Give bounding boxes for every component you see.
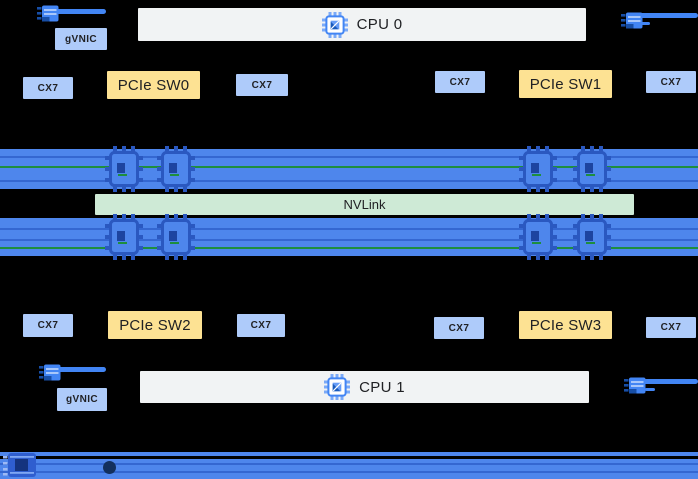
cx7-label: CX7 <box>449 76 471 88</box>
gvnic-box-top: gVNIC <box>55 28 107 50</box>
nic-card-icon-top-right <box>621 12 643 29</box>
network-line-top-left <box>56 9 106 14</box>
cx7-box-8: CX7 <box>646 317 696 338</box>
board-wire <box>0 180 698 182</box>
cx7-label: CX7 <box>448 322 470 334</box>
cx7-box-3: CX7 <box>435 71 485 93</box>
gpu-chip-icon-0 <box>105 146 143 192</box>
network-line-bottom-right <box>632 379 698 384</box>
cpu0-box: CPU 0 <box>138 8 586 41</box>
gpu-chip-icon-3 <box>573 146 611 192</box>
nvlink-label: NVLink <box>343 197 386 212</box>
cx7-label: CX7 <box>37 82 59 94</box>
cx7-box-4: CX7 <box>646 71 696 93</box>
board-wire-green <box>0 247 698 249</box>
cx7-box-6: CX7 <box>237 314 285 337</box>
gpu-chip-icon-4 <box>105 214 143 260</box>
gpu-chip-icon-2 <box>519 146 557 192</box>
cx7-label: CX7 <box>250 320 272 331</box>
cpu1-box: CPU 1 <box>140 371 589 403</box>
cx7-box-5: CX7 <box>23 314 73 337</box>
network-line-bottom-right-stub <box>645 388 655 391</box>
cpu-chip-icon <box>322 12 348 38</box>
bottom-network-line <box>0 452 698 456</box>
board-wire <box>0 239 698 241</box>
pcie-sw2-label: PCIe SW2 <box>119 316 191 334</box>
bottom-bar-stripe <box>0 471 698 473</box>
bottom-bar-stripe <box>0 463 698 465</box>
nic-card-icon-top-left <box>37 5 59 22</box>
pcie-sw2-box: PCIe SW2 <box>108 311 202 339</box>
gpu-chip-icon-1 <box>157 146 195 192</box>
cpu1-label: CPU 1 <box>359 378 405 396</box>
gpu-chip-icon-5 <box>157 214 195 260</box>
board-wire <box>0 228 698 230</box>
pcie-sw1-label: PCIe SW1 <box>529 75 602 93</box>
gpu-chip-icon-7 <box>573 214 611 260</box>
board-wire-green <box>0 166 698 168</box>
cx7-box-7: CX7 <box>434 317 484 339</box>
pcie-sw1-box: PCIe SW1 <box>519 70 612 98</box>
network-line-bottom-left <box>57 367 106 372</box>
pcie-sw3-label: PCIe SW3 <box>529 316 602 334</box>
gvnic-box-bottom: gVNIC <box>57 388 107 411</box>
pcie-sw0-box: PCIe SW0 <box>107 71 200 99</box>
board-wire <box>0 156 698 158</box>
network-line-top-right <box>634 13 698 18</box>
accelerator-chip-icon <box>3 452 37 478</box>
cpu0-label: CPU 0 <box>356 16 403 33</box>
cx7-box-1: CX7 <box>23 77 73 99</box>
cx7-label: CX7 <box>37 320 59 331</box>
pcie-sw3-box: PCIe SW3 <box>519 311 612 339</box>
nic-card-icon-bottom-right <box>624 377 646 394</box>
cx7-box-2: CX7 <box>236 74 288 96</box>
pcie-sw0-label: PCIe SW0 <box>117 76 190 94</box>
gpu-chip-icon-6 <box>519 214 557 260</box>
cpu-chip-icon <box>324 374 350 400</box>
nvlink-bar: NVLink <box>95 194 634 215</box>
cx7-label: CX7 <box>660 322 682 333</box>
cx7-label: CX7 <box>660 76 682 88</box>
network-line-top-right-stub <box>640 22 650 25</box>
gvnic-label: gVNIC <box>65 33 97 45</box>
nic-card-icon-bottom-left <box>39 364 61 381</box>
gvnic-label: gVNIC <box>66 394 98 405</box>
dark-dot-marker <box>103 461 116 474</box>
cx7-label: CX7 <box>251 79 273 91</box>
